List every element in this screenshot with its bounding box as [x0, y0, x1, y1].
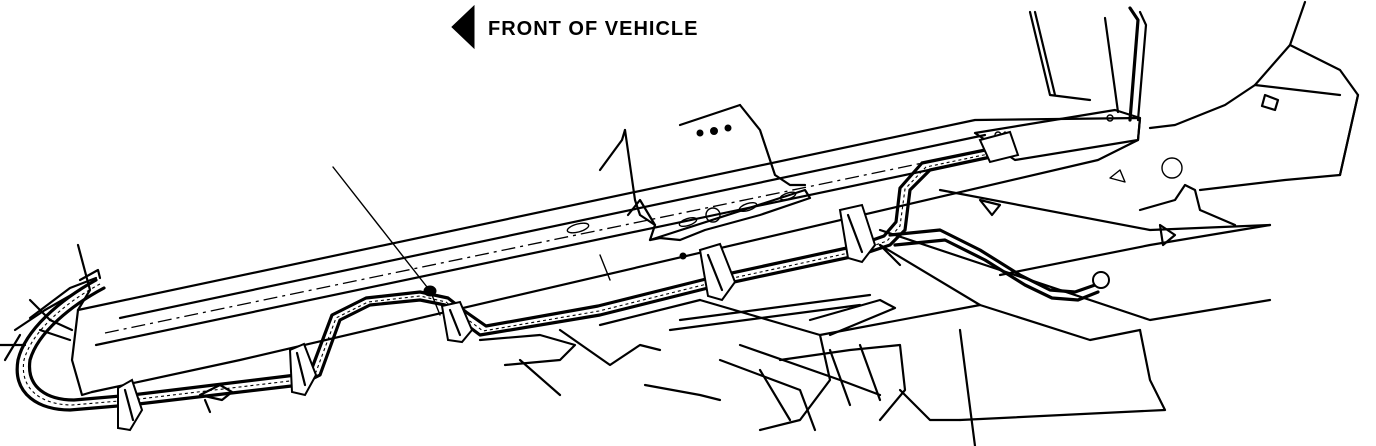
rear-quarter-panel [1109, 0, 1360, 192]
left-arrow-icon [451, 4, 475, 50]
fuel-line-clip-4 [698, 242, 737, 302]
fuel-line-clip-3 [440, 300, 474, 344]
fuel-lines [3, 131, 1110, 412]
front-of-vehicle-indicator: FRONT OF VEHICLE [451, 4, 698, 50]
fuel-line-clip-5 [838, 203, 877, 264]
rear-pillar [1028, 6, 1148, 122]
fuel-line-clip-2 [288, 342, 318, 397]
front-of-vehicle-label: FRONT OF VEHICLE [488, 18, 698, 40]
fuel-line-clip-6 [978, 130, 1020, 164]
callout-leader-line [332, 166, 428, 288]
fuel-line-clip-1 [117, 378, 144, 432]
harness-bracket [198, 383, 234, 414]
floor-pan [478, 183, 1272, 446]
center-pillar [566, 103, 812, 260]
